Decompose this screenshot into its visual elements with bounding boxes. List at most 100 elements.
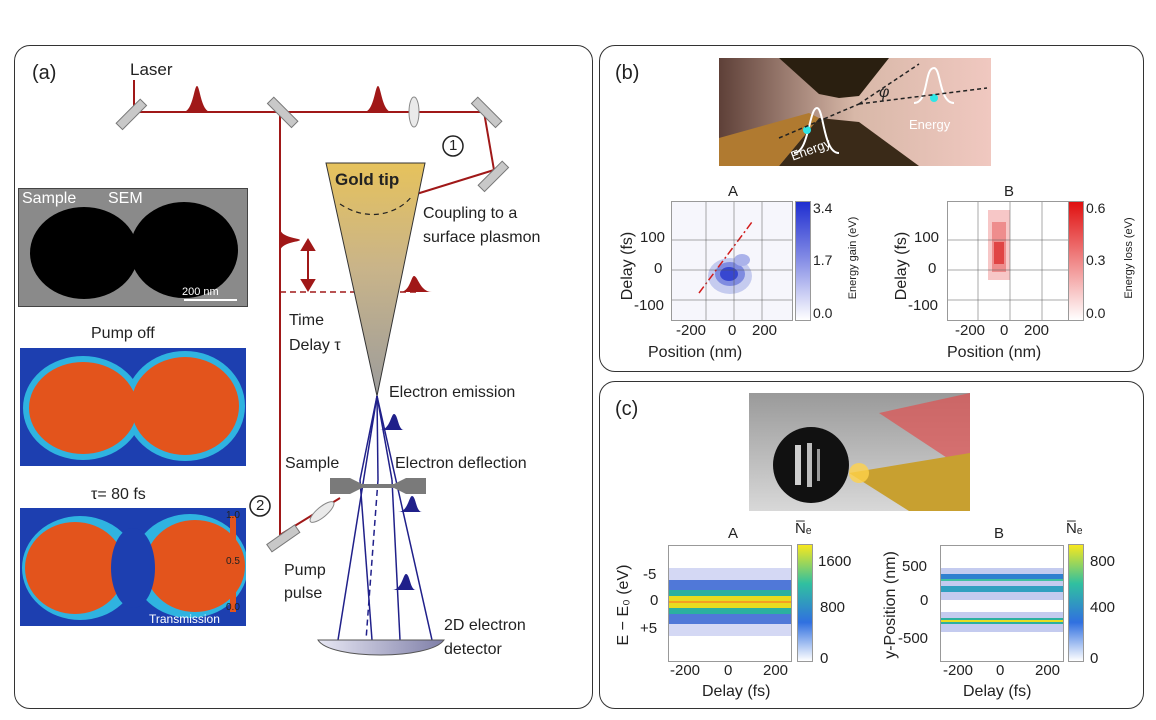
time-label: Time [289,312,324,329]
electron-detector [317,639,445,656]
delay-arrow [300,238,316,292]
plot-ba-xtick-1: -200 [676,322,707,339]
plot-ca-heat-shapes [669,568,791,636]
panel-b-label: (b) [615,62,640,84]
transmission-label: Transmission [149,612,220,626]
plot-bb-xtick-1: -200 [955,322,986,339]
plot-cb-title: B [994,525,1005,542]
panel-c-label: (c) [615,398,639,420]
plot-cb-heat-shapes [941,568,1063,632]
plot-ca-cbar-title: N̅ₑ [795,520,812,537]
plot-ca-xtick-3: 200 [763,662,789,679]
plot-ba-cbar-label: Energy gain (eV) [847,216,859,300]
sample-holder [330,478,426,494]
plot-bb-ylabel: Delay (fs) [893,231,910,301]
plot-ca-ytick-2: 0 [650,592,659,609]
mirrors [115,96,510,553]
plot-cb-colorbar [1068,544,1084,662]
sample-label: Sample [285,455,340,472]
phi-label: φ [879,84,890,101]
plot-ba-heatmap [671,201,793,321]
plot-ba-xtick-3: 200 [752,322,778,339]
plot-ba-cbar-tick-2: 1.7 [813,252,833,268]
plot-cb-cbar-tick-3: 0 [1090,650,1099,667]
plot-ba-title: A [728,183,739,200]
plot-cb-cbar-tick-1: 800 [1090,553,1116,570]
panel-a-label: (a) [32,62,57,84]
laser-label: Laser [130,60,173,79]
plot-bb-ytick-1: 100 [914,229,940,246]
plot-ca-xlabel: Delay (fs) [702,683,771,700]
plot-cb-xtick-2: 0 [996,662,1005,679]
tau-image [20,508,246,626]
tau-title: τ= 80 fs [91,486,146,503]
plot-ca-cbar-tick-2: 800 [820,599,846,616]
electron-pulses [380,414,422,590]
energy-label-2: Energy [909,117,951,132]
plot-cb-cbar-tick-2: 400 [1090,599,1116,616]
plot-ca-xtick-1: -200 [670,662,701,679]
render-shapes [719,58,991,166]
laser-pulses [183,86,432,292]
plot-ca-ytick-1: -5 [643,566,657,583]
plot-ca-cbar-tick-3: 0 [820,650,829,667]
sem-shapes [30,202,238,301]
tau-cbar-tick-3: 0.0 [226,602,240,613]
tau-cbar-tick-2: 0.5 [226,556,240,567]
tip-render-shapes [749,393,970,511]
plot-ca-title: A [728,525,739,542]
plot-ca-cbar-tick-1: 1600 [818,553,852,570]
tip-render [749,393,970,511]
tau-shapes [22,514,246,620]
plot-ca-colorbar [797,544,813,662]
sem-sample-label: Sample [22,190,77,207]
electron-emission-label: Electron emission [389,384,516,401]
plot-cb-ytick-1: 500 [902,558,928,575]
electron-deflection-label: Electron deflection [395,455,527,472]
plot-bb-cbar-tick-3: 0.0 [1086,305,1106,321]
plot-cb-cbar-title: N̅ₑ [1066,520,1083,537]
plot-cb-xtick-1: -200 [943,662,974,679]
marker-1-circle [442,135,464,157]
plot-cb-ytick-3: -500 [898,630,929,647]
plot-bb-xlabel: Position (nm) [947,344,1042,361]
marker-2-circle [249,495,271,517]
plot-bb-cbar-tick-1: 0.6 [1086,200,1106,216]
electron-beam [337,395,433,641]
plot-ba-colorbar [795,201,811,321]
plot-ba-ytick-3: -100 [634,297,665,314]
marker-2: 2 [256,497,265,514]
plot-ca-ylabel: E − E₀ (eV) [615,564,632,646]
plot-ba-heat-shapes [672,202,792,320]
coupling-label: Coupling to a [423,205,518,222]
pump-off-image [20,348,246,466]
sem-title: SEM [108,190,143,207]
detector-label-2: detector [444,641,502,658]
plot-ba-xlabel: Position (nm) [648,344,743,361]
plot-bb-heatmap [947,201,1069,321]
plot-bb-xtick-3: 200 [1024,322,1050,339]
plot-cb-xlabel: Delay (fs) [963,683,1032,700]
plot-cb-xtick-3: 200 [1035,662,1061,679]
plot-cb-heatmap [940,545,1064,662]
plot-bb-ytick-3: -100 [908,297,939,314]
plot-ca-xtick-2: 0 [724,662,733,679]
plot-bb-cbar-tick-2: 0.3 [1086,252,1106,268]
plot-ba-cbar-tick-1: 3.4 [813,200,833,216]
plot-ba-xtick-2: 0 [728,322,737,339]
plot-ba-ytick-1: 100 [640,229,666,246]
pump-off-shapes [23,351,245,461]
plot-ca-ytick-3: +5 [640,620,658,637]
plot-bb-xtick-2: 0 [1000,322,1009,339]
plot-bb-heat-shapes [948,202,1068,320]
coupling-label-2: surface plasmon [423,229,541,246]
marker-1: 1 [449,137,458,154]
plot-bb-ytick-2: 0 [928,260,937,277]
delay-label: Delay τ [289,337,341,354]
plot-cb-ylabel: y-Position (nm) [882,551,899,659]
pump-off-title: Pump off [91,325,155,342]
sem-image [18,188,248,307]
pump-label: Pump [284,562,326,579]
plot-bb-colorbar [1068,201,1084,321]
